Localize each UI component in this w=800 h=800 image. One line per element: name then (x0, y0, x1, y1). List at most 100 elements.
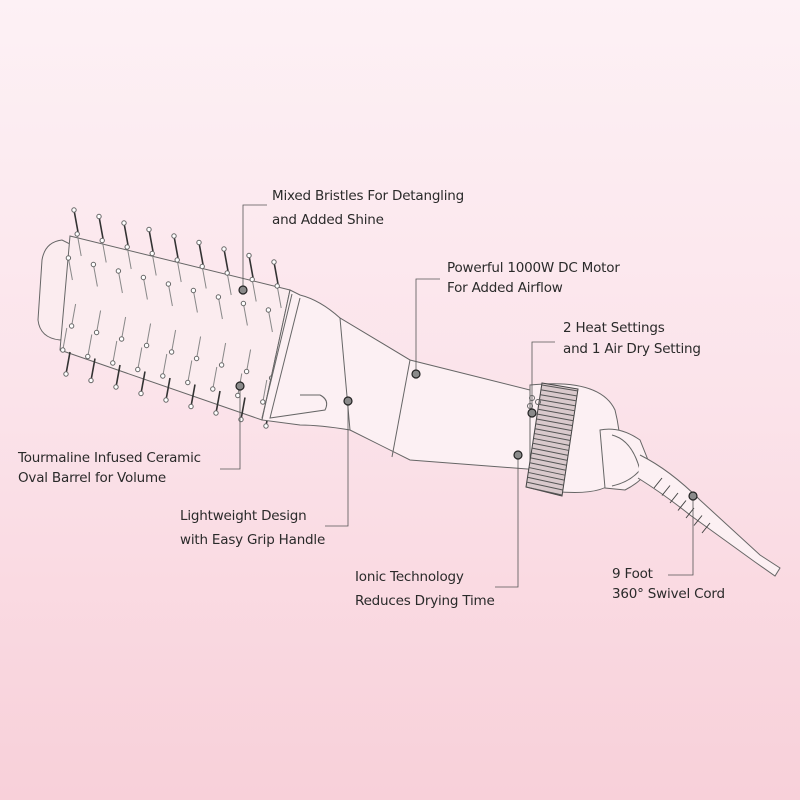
bristle-tip (260, 399, 266, 405)
leader-cord (668, 496, 694, 576)
power-cord (637, 454, 781, 577)
bristle-tip (121, 220, 127, 226)
bristle (217, 296, 223, 320)
ring-ridge (539, 399, 576, 407)
bristle (221, 342, 227, 366)
callout-cord: 9 Foot 360° Swivel Cord (612, 564, 725, 604)
callout-line: 360° Swivel Cord (612, 586, 725, 602)
bristle-tip (271, 259, 277, 265)
bristle-tip (149, 250, 155, 257)
bristle (140, 371, 146, 394)
bristles-group (60, 207, 282, 429)
leader-ionic (495, 455, 519, 588)
ring-ridge (536, 418, 573, 427)
bristle (115, 364, 121, 388)
bristle (151, 253, 157, 276)
settings-ring (525, 382, 579, 497)
bristle (117, 270, 123, 294)
bristle (101, 240, 107, 263)
bristle-tip (68, 323, 75, 329)
ring-ridge (526, 481, 563, 491)
bristle (190, 384, 196, 407)
handle (339, 317, 541, 471)
bristle (201, 266, 207, 289)
bristle (148, 229, 154, 252)
bristle (173, 235, 179, 259)
callout-barrel: Tourmaline Infused Ceramic Oval Barrel f… (18, 448, 201, 488)
callout-handle: Lightweight Design with Easy Grip Handle (180, 504, 325, 552)
bristle (67, 257, 73, 281)
ring-ridge (540, 394, 577, 402)
bristle (112, 340, 118, 364)
bristle-tip (185, 379, 191, 386)
ring-ridge (541, 389, 578, 397)
leader-heat (531, 341, 555, 413)
callout-ionic: Ionic Technology Reduces Drying Time (355, 565, 495, 613)
bristle (87, 334, 93, 357)
bristle-tip (199, 263, 205, 270)
bristle-tip (238, 416, 244, 423)
ring-ridge (525, 486, 563, 496)
bristle (240, 397, 246, 420)
callout-line: 9 Foot (612, 566, 653, 582)
cord-rib (693, 515, 703, 526)
bristle-tip (88, 377, 94, 384)
callout-dot-ionic (513, 450, 523, 460)
bristle-tip (263, 423, 269, 429)
bristle (223, 248, 229, 272)
bristle-tip (224, 270, 230, 276)
ring-ridge (531, 452, 568, 461)
callout-line: Mixed Bristles For Detangling (272, 188, 465, 204)
cord-rib (701, 522, 711, 534)
ring-ridges (525, 384, 579, 496)
ring-ridge (534, 433, 571, 442)
callout-heat: 2 Heat Settings and 1 Air Dry Setting (563, 318, 701, 360)
callout-bristles: Mixed Bristles For Detangling and Added … (272, 184, 464, 232)
bristle-tip (90, 261, 97, 268)
bristle-tip (265, 307, 272, 313)
callout-dot-cord (688, 491, 698, 501)
ring-ridge (537, 413, 574, 422)
ring-ridge (533, 437, 570, 446)
bristle-tip (160, 373, 166, 379)
bristle-tip (115, 268, 122, 274)
leader-barrel (220, 386, 241, 470)
bristle (126, 246, 132, 270)
bristle (212, 366, 218, 390)
bristle-tip (60, 347, 66, 353)
bristle (246, 349, 252, 372)
cord-rib (661, 485, 671, 496)
bristle-tip (174, 257, 180, 263)
leader-bristles (242, 204, 267, 290)
bristle (226, 272, 232, 296)
bristle (276, 285, 282, 309)
ring-ridge (535, 428, 572, 437)
bristle (242, 303, 248, 326)
bristle-tip (96, 213, 102, 220)
bristle-tip (124, 244, 130, 250)
ring-ridge (541, 384, 579, 392)
bristle (90, 358, 96, 381)
bristle-tip (274, 283, 280, 289)
bristle (251, 279, 257, 302)
callout-line: and Added Shine (272, 212, 384, 228)
bristle (98, 216, 104, 239)
callout-dot-motor (411, 369, 421, 379)
bristle-tip (74, 231, 80, 237)
bristle-tip (165, 281, 172, 287)
cord-rib (653, 477, 663, 489)
bristle (92, 264, 98, 287)
bristle-tip (213, 410, 219, 416)
leader-motor (415, 278, 440, 374)
bristle (121, 316, 127, 340)
bristle-tip (218, 362, 225, 368)
bristle-tip (93, 329, 100, 336)
bristle (198, 242, 204, 265)
bristle-tip (146, 226, 152, 233)
bristle-tip (235, 392, 241, 399)
strain-relief-ribs (653, 477, 711, 534)
bristle (215, 390, 221, 414)
bristle-tip (215, 294, 222, 300)
bristle-tip (249, 276, 255, 283)
ring-ridge (529, 462, 566, 471)
